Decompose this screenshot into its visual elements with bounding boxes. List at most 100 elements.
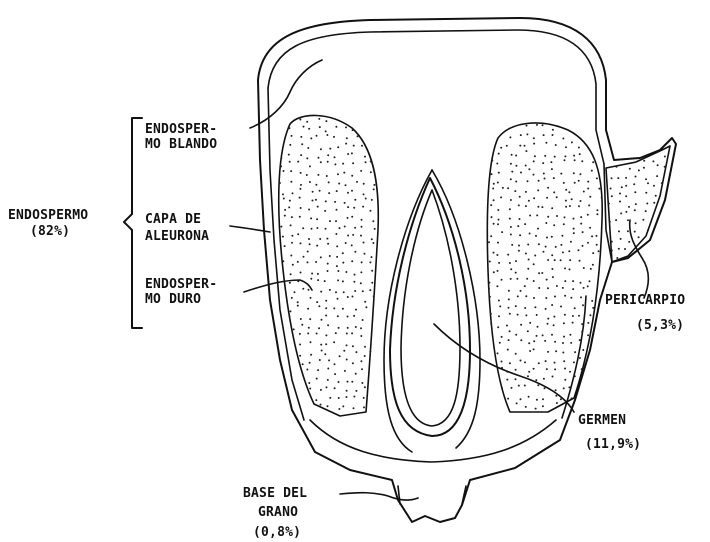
stipple-dot bbox=[355, 309, 357, 311]
stipple-dot bbox=[335, 291, 337, 293]
stipple-dot bbox=[283, 198, 285, 200]
stipple-dot bbox=[573, 228, 575, 230]
stipple-dot bbox=[655, 195, 657, 197]
stipple-dot bbox=[299, 119, 301, 121]
stipple-dot bbox=[529, 215, 531, 217]
stipple-dot bbox=[352, 345, 354, 347]
stipple-dot bbox=[554, 296, 556, 298]
stipple-dot bbox=[533, 143, 535, 145]
stipple-dot bbox=[339, 355, 341, 357]
stipple-dot bbox=[344, 226, 346, 228]
stipple-dot bbox=[284, 245, 286, 247]
stipple-dot bbox=[325, 307, 327, 309]
stipple-dot bbox=[315, 184, 317, 186]
stipple-dot bbox=[300, 272, 302, 274]
stipple-dot bbox=[564, 155, 566, 157]
stipple-dot bbox=[507, 349, 509, 351]
stipple-dot bbox=[562, 287, 564, 289]
label-grain-base-2: GRANO bbox=[258, 505, 298, 520]
stipple-dot bbox=[361, 226, 363, 228]
stipple-dot bbox=[515, 305, 517, 307]
stipple-dot bbox=[542, 334, 544, 336]
stipple-dot bbox=[354, 199, 356, 201]
stipple-dot bbox=[542, 398, 544, 400]
stipple-dot bbox=[327, 263, 329, 265]
stipple-dot bbox=[347, 296, 349, 298]
stipple-dot bbox=[507, 254, 509, 256]
stipple-dot bbox=[551, 168, 553, 170]
stipple-dot bbox=[520, 172, 522, 174]
stipple-dot bbox=[351, 381, 353, 383]
stipple-dot bbox=[282, 236, 284, 238]
stipple-dot bbox=[571, 397, 573, 399]
stipple-dot bbox=[591, 170, 593, 172]
stipple-dot bbox=[569, 334, 571, 336]
stipple-dot bbox=[361, 145, 363, 147]
stipple-dot bbox=[301, 324, 303, 326]
stipple-dot bbox=[635, 176, 637, 178]
stipple-dot bbox=[496, 163, 498, 165]
stipple-dot bbox=[337, 298, 339, 300]
stipple-dot bbox=[582, 245, 584, 247]
stipple-dot bbox=[498, 172, 500, 174]
stipple-dot bbox=[300, 154, 302, 156]
stipple-dot bbox=[289, 144, 291, 146]
stipple-dot bbox=[572, 288, 574, 290]
stipple-dot bbox=[555, 389, 557, 391]
stipple-dot bbox=[497, 182, 499, 184]
stipple-dot bbox=[620, 212, 622, 214]
stipple-dot bbox=[497, 209, 499, 211]
stipple-dot bbox=[515, 181, 517, 183]
stipple-dot bbox=[515, 369, 517, 371]
stipple-dot bbox=[544, 178, 546, 180]
stipple-dot bbox=[538, 272, 540, 274]
stipple-dot bbox=[347, 235, 349, 237]
stipple-dot bbox=[488, 288, 490, 290]
stipple-dot bbox=[541, 272, 543, 274]
stipple-dot bbox=[488, 241, 490, 243]
stipple-dot bbox=[310, 341, 312, 343]
stipple-dot bbox=[592, 252, 594, 254]
stipple-dot bbox=[627, 230, 629, 232]
stipple-dot bbox=[302, 363, 304, 365]
stipple-dot bbox=[551, 304, 553, 306]
stipple-dot bbox=[510, 178, 512, 180]
stipple-dot bbox=[587, 322, 589, 324]
stipple-dot bbox=[533, 297, 535, 299]
stipple-dot bbox=[317, 174, 319, 176]
stipple-dot bbox=[309, 362, 311, 364]
stipple-dot bbox=[334, 363, 336, 365]
stipple-dot bbox=[533, 174, 535, 176]
stipple-dot bbox=[316, 333, 318, 335]
stipple-dot bbox=[325, 130, 327, 132]
stipple-dot bbox=[551, 207, 553, 209]
stipple-dot bbox=[353, 396, 355, 398]
stipple-dot bbox=[300, 184, 302, 186]
stipple-dot bbox=[329, 220, 331, 222]
stipple-dot bbox=[491, 160, 493, 162]
stipple-dot bbox=[280, 226, 282, 228]
stipple-dot bbox=[307, 308, 309, 310]
stipple-dot bbox=[645, 210, 647, 212]
stipple-dot bbox=[490, 235, 492, 237]
stipple-dot bbox=[592, 264, 594, 266]
stipple-dot bbox=[371, 270, 373, 272]
stipple-dot bbox=[300, 242, 302, 244]
stipple-dot bbox=[537, 228, 539, 230]
stipple-dot bbox=[543, 378, 545, 380]
stipple-dot bbox=[282, 260, 284, 262]
stipple-dot bbox=[307, 147, 309, 149]
stipple-dot bbox=[563, 182, 565, 184]
stipple-dot bbox=[574, 351, 576, 353]
stipple-dot bbox=[664, 166, 666, 168]
stipple-dot bbox=[570, 342, 572, 344]
stipple-dot bbox=[552, 276, 554, 278]
stipple-dot bbox=[342, 252, 344, 254]
stipple-dot bbox=[299, 333, 301, 335]
stipple-dot bbox=[326, 386, 328, 388]
stipple-dot bbox=[598, 188, 600, 190]
stipple-dot bbox=[354, 251, 356, 253]
stipple-dot bbox=[309, 318, 311, 320]
stipple-dot bbox=[596, 213, 598, 215]
stipple-dot bbox=[324, 280, 326, 282]
